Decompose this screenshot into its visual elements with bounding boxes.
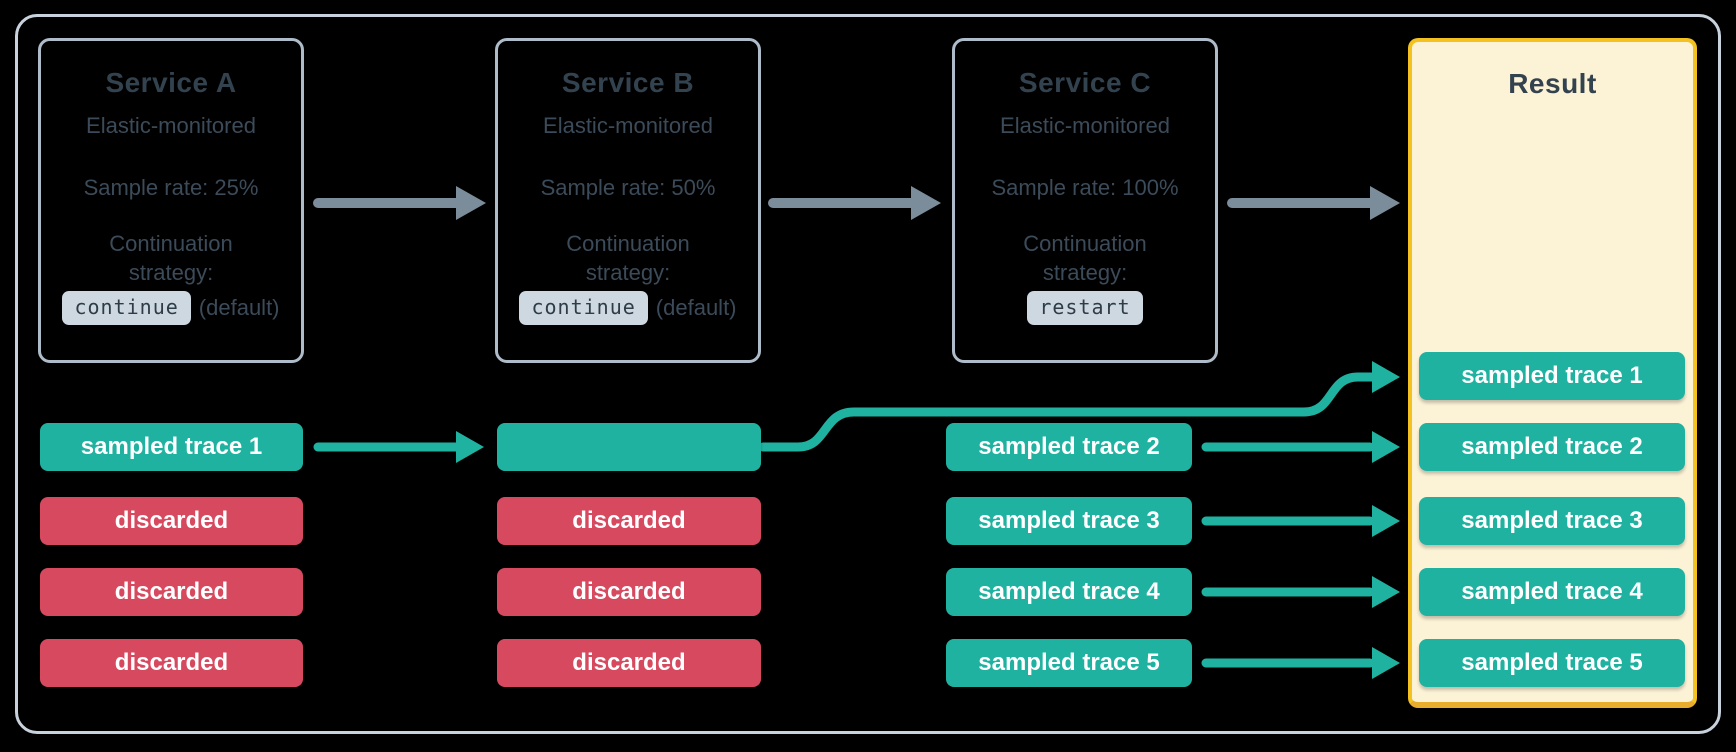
trace-pill-b-sampled-unlabeled [497,423,761,471]
diagram-outer-frame [15,14,1721,734]
service-b-title: Service B [561,67,695,98]
trace-pill-a-discarded-1: discarded [40,497,303,545]
trace-pill-c-sampled-3: sampled trace 3 [946,497,1192,545]
trace-pill-c-sampled-4: sampled trace 4 [946,568,1192,616]
service-a-title: Service A [105,67,237,98]
service-c-box: Service C Elastic-monitored Sample rate:… [952,38,1218,363]
service-b-sample-rate: Sample rate: 50% [540,175,716,200]
service-b-strategy-note: (default) [655,295,737,320]
trace-pill-a-discarded-2: discarded [40,568,303,616]
result-pill-sampled-4: sampled trace 4 [1419,568,1685,616]
service-b-strategy-row: continue (default) [498,291,758,325]
service-b-continuation-label: Continuation strategy: [566,231,690,285]
service-a-sample-rate: Sample rate: 25% [83,175,259,200]
result-pill-sampled-1: sampled trace 1 [1419,352,1685,400]
result-pill-sampled-2: sampled trace 2 [1419,423,1685,471]
result-pill-sampled-3: sampled trace 3 [1419,497,1685,545]
trace-pill-c-sampled-5: sampled trace 5 [946,639,1192,687]
service-a-strategy-row: continue (default) [41,291,301,325]
service-a-strategy-code-pill: continue [62,291,191,325]
service-b-monitoring-label: Elastic-monitored [543,113,713,138]
service-a-monitoring-label: Elastic-monitored [86,113,256,138]
trace-pill-b-discarded-2: discarded [497,568,761,616]
service-b-strategy-code-pill: continue [519,291,648,325]
trace-pill-c-sampled-2: sampled trace 2 [946,423,1192,471]
service-c-title: Service C [1018,67,1152,98]
service-c-sample-rate: Sample rate: 100% [991,175,1179,200]
service-a-strategy-note: (default) [198,295,280,320]
service-a-continuation-label: Continuation strategy: [109,231,233,285]
service-c-strategy-code-pill: restart [1027,291,1143,325]
trace-pill-b-discarded-3: discarded [497,639,761,687]
result-title: Result [1508,68,1597,99]
trace-pill-b-discarded-1: discarded [497,497,761,545]
service-c-monitoring-label: Elastic-monitored [1000,113,1170,138]
service-c-strategy-row: restart [955,291,1215,325]
service-b-box: Service B Elastic-monitored Sample rate:… [495,38,761,363]
service-c-continuation-label: Continuation strategy: [1023,231,1147,285]
service-a-box: Service A Elastic-monitored Sample rate:… [38,38,304,363]
trace-pill-a-sampled-1: sampled trace 1 [40,423,303,471]
trace-pill-a-discarded-3: discarded [40,639,303,687]
result-pill-sampled-5: sampled trace 5 [1419,639,1685,687]
